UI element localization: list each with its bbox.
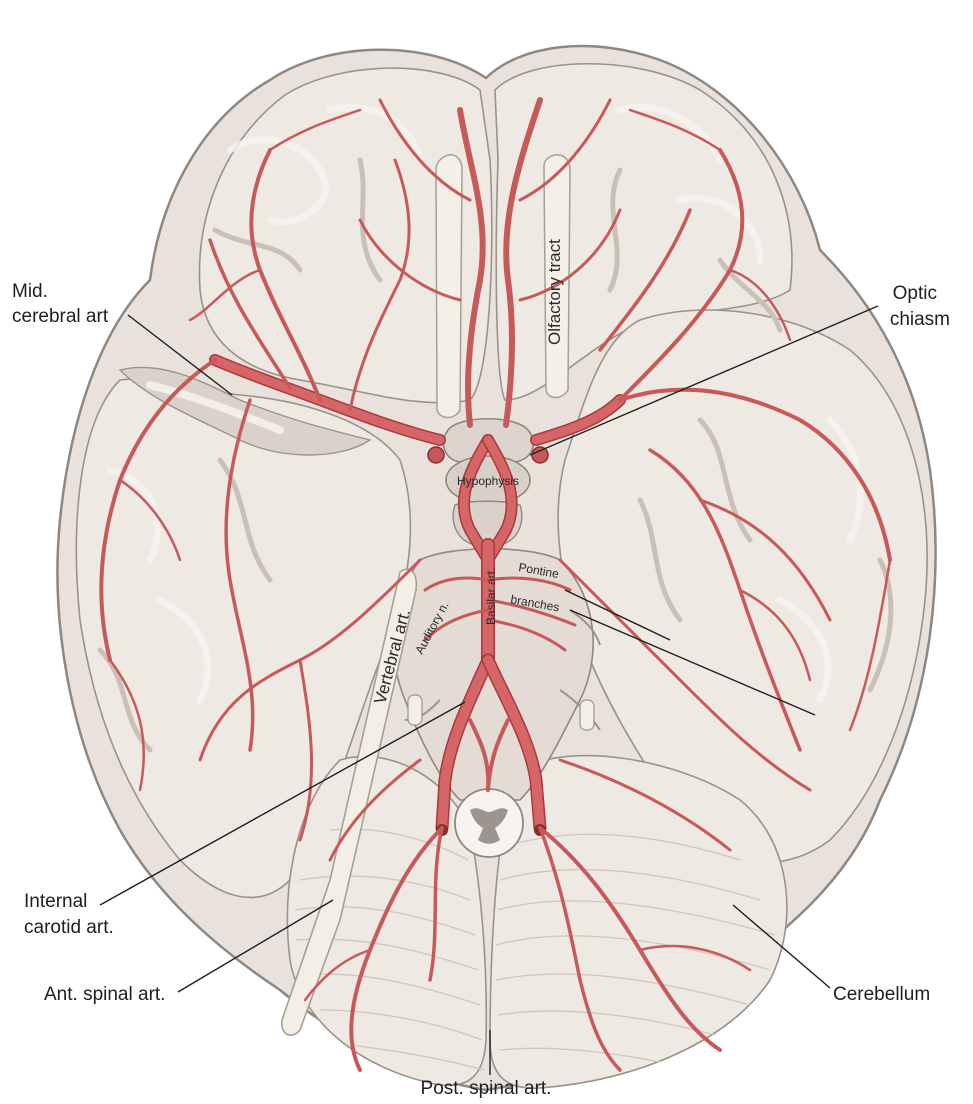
- label-post-spinal: Post. spinal art.: [421, 1078, 552, 1099]
- spinal-cord-section: [454, 788, 524, 858]
- leader-pontine-2: [569, 609, 816, 716]
- label-olfactory-tract: Olfactory tract: [545, 239, 564, 345]
- label-mid-cerebral-line1: Mid.: [12, 281, 48, 302]
- label-internal-line2: carotid art.: [24, 917, 114, 938]
- cranial-nerve-roots: [404, 609, 601, 731]
- cerebellum-right-hemisphere: [489, 754, 788, 1089]
- external-labels: Mid. cerebral art Optic chiasm Internal …: [12, 281, 950, 1099]
- leader-ant-spinal: [177, 899, 334, 993]
- olfactory-tract-left: [435, 154, 463, 419]
- leader-pontine-1: [564, 589, 671, 641]
- label-hypophysis: Hypophysis: [457, 474, 519, 488]
- label-optic-line2: chiasm: [890, 309, 950, 330]
- leader-optic-chiasm: [529, 305, 879, 456]
- leader-lines: [99, 305, 879, 1075]
- label-mid-cerebral-line2: cerebral art: [12, 306, 109, 327]
- leader-internal-carotid: [99, 701, 466, 906]
- label-internal-line1: Internal: [24, 891, 87, 912]
- arterial-network: [99, 97, 892, 1072]
- label-cerebellum: Cerebellum: [833, 984, 930, 1005]
- leader-cerebellum: [732, 904, 831, 989]
- label-ant-spinal: Ant. spinal art.: [44, 984, 165, 1005]
- label-optic-line1: Optic: [893, 283, 937, 304]
- leader-mid-cerebral: [127, 314, 233, 396]
- olfactory-tract-right: [543, 154, 571, 399]
- label-basilar-art: Basilar art.: [484, 568, 498, 625]
